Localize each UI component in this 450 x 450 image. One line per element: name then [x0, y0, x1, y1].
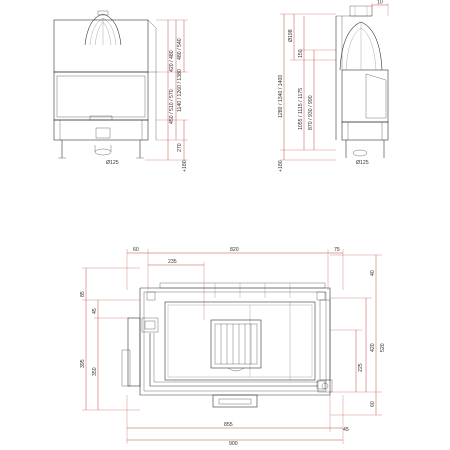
front-dim-base: 270 [177, 143, 183, 152]
plan-dim-right-height: 520 [380, 343, 386, 352]
plan-outer-body [139, 287, 331, 396]
plan-dim-left-top: 85 [80, 291, 86, 297]
side-dim-flue-diameter-top: Ø198 [288, 29, 294, 42]
front-dim-leg: +180 [182, 160, 188, 172]
plan-left-dimensions: 85 45 395 350 [80, 267, 140, 411]
front-casing-top [53, 19, 149, 73]
side-dim-total: 1280 / 1340 / 1400 [278, 75, 284, 118]
side-dim-leg: +180 [278, 160, 284, 172]
front-dim-chamber-lower: 450 / 510 / 570 [169, 89, 175, 124]
front-dim-chamber: 420 / 480 [169, 50, 175, 72]
plan-dim-right-mid: 420 [370, 343, 376, 352]
plan-right-dimensions: 40 520 420 225 60 [330, 254, 386, 416]
plan-dim-left-outer: 395 [80, 359, 86, 368]
plan-dim-top-main: 820 [230, 247, 239, 253]
plan-dim-bottom-outer: 900 [229, 441, 238, 447]
side-dim-mid: 1055 / 1115 / 1175 [298, 88, 304, 130]
side-dim-width-top: 10 [377, 0, 383, 6]
side-dimensions: Ø198 150 1280 / 1340 / 1400 1055 / 1115 … [278, 13, 336, 172]
plan-view: 60 820 75 235 40 520 420 225 60 [80, 247, 386, 447]
plan-bottom-dimensions: 855 45 900 [126, 395, 349, 447]
side-view: Ø125 10 Ø198 150 1280 / 1340 / 1400 1055… [278, 0, 389, 172]
plan-dim-right-lower: 225 [358, 363, 364, 372]
front-firebox [53, 71, 149, 121]
side-dim-lower: 870 / 930 / 990 [308, 95, 314, 130]
front-dim-total: 1140 / 1260 / 1380 [177, 69, 183, 112]
front-dim-total-top: 480 / 540 [177, 38, 183, 60]
plan-dim-right-top: 40 [370, 270, 376, 276]
ash-pan [212, 394, 258, 408]
front-base [53, 119, 149, 141]
plan-chamber [164, 301, 316, 381]
plan-dim-left-inner: 350 [92, 367, 98, 376]
plan-dim-bottom-side: 45 [343, 427, 349, 433]
plan-dim-left-small: 45 [92, 308, 98, 314]
grate [210, 319, 262, 372]
plan-dim-right-bottom: 60 [370, 401, 376, 407]
front-flue-diameter: Ø125 [106, 160, 119, 166]
front-dimensions: 480 / 540 1140 / 1260 / 1380 420 / 480 4… [145, 19, 188, 172]
side-firebox [341, 69, 389, 123]
front-view: Ø125 480 / 540 1140 / 1260 / 1380 420 / … [53, 10, 188, 172]
plan-dim-bottom-inner: 855 [224, 422, 233, 428]
side-dim-offset: 150 [298, 49, 304, 58]
plan-dim-top-right: 75 [334, 247, 340, 253]
front-dome [84, 13, 122, 46]
side-flue-diameter: Ø125 [356, 160, 369, 166]
plan-top-dimensions: 60 820 75 235 [126, 247, 344, 320]
plan-dim-top-inner: 235 [168, 259, 177, 265]
plan-dim-top-left: 60 [133, 247, 139, 253]
